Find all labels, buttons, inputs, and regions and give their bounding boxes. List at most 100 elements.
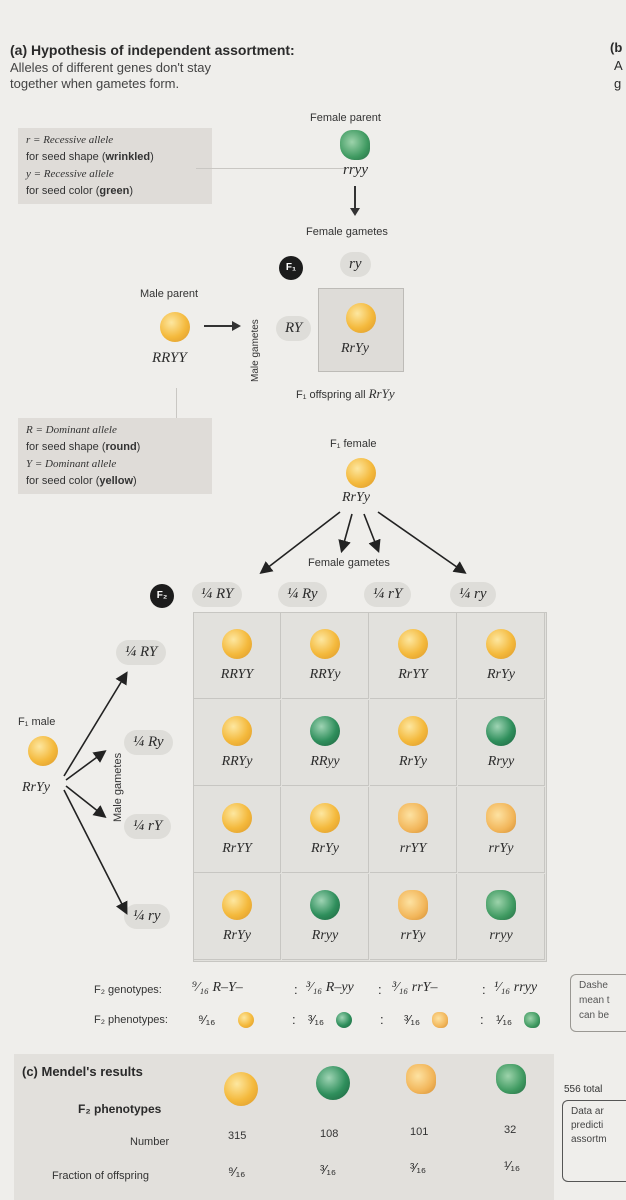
ratio-sep: : (292, 1012, 296, 1027)
f1-female-gametes-label: Female gametes (308, 557, 390, 569)
results-title: (c) Mendel's results (22, 1064, 143, 1079)
f1-female-label: F₁ female (330, 438, 377, 450)
green-round-seed-icon (486, 716, 516, 746)
yellow-round-seed-icon (238, 1012, 254, 1028)
punnett-cell-genotype: Rryy (311, 928, 339, 943)
key-y-line: y = Recessive allele (26, 168, 114, 180)
row-header-2: ¼ Ry (124, 730, 173, 755)
results-fraction-1: ⁹⁄₁₆ (228, 1164, 246, 1179)
results-number-3: 101 (410, 1126, 429, 1138)
arrow-down-icon (350, 208, 360, 216)
male-gametes-vertical-label: Male gametes (250, 319, 261, 382)
yellow-round-seed-icon (222, 803, 252, 833)
f1-badge: F₁ (279, 256, 303, 280)
f1-female-genotype: RrYy (342, 490, 370, 505)
punnett-cell: RRYy (194, 700, 281, 786)
results-fraction-3: ³⁄₁₆ (410, 1160, 427, 1175)
green-wrinkled-seed-icon (486, 890, 516, 920)
punnett-cell-genotype: RRYY (220, 667, 254, 682)
punnett-cell: rrYY (370, 787, 457, 873)
arrow-down-line (354, 186, 356, 210)
f2-genotype-3: ³⁄₁₆ rrY– (392, 980, 438, 995)
side-note-line-2: mean t (579, 995, 610, 1006)
female-parent-genotype: rryy (343, 162, 368, 178)
ratio-sep: : (378, 982, 382, 997)
green-wrinkled-seed-icon (524, 1012, 540, 1028)
section-subtitle-line-2: together when gametes form. (10, 76, 180, 91)
key-Y-desc: for seed color (yellow) (26, 475, 137, 487)
punnett-cell-genotype: RRyy (310, 754, 340, 769)
punnett-cell-genotype: rrYY (399, 841, 427, 856)
side-note-line-1: Dashe (579, 980, 608, 991)
results-side-note-line-3: assortm (571, 1134, 607, 1145)
f2-phenotype-fraction-2: ³⁄₁₆ (308, 1012, 325, 1027)
key-r-desc: for seed shape (wrinkled) (26, 151, 154, 163)
key-r-line: r = Recessive allele (26, 134, 114, 146)
yellow-round-seed-icon (224, 1072, 258, 1106)
green-wrinkled-seed-icon (496, 1064, 526, 1094)
punnett-cell-genotype: rrYy (488, 841, 514, 856)
punnett-cell: RrYy (458, 613, 545, 699)
f2-badge: F₂ (150, 584, 174, 608)
dominant-key-box: R = Dominant allele for seed shape (roun… (18, 418, 212, 494)
green-round-seed-icon (316, 1066, 350, 1100)
key-connector-line (196, 168, 346, 169)
section-subtitle-line-1: Alleles of different genes don't stay (10, 60, 211, 75)
yellow-round-seed-icon (222, 716, 252, 746)
ratio-sep: : (380, 1012, 384, 1027)
punnett-cell-genotype: RRYy (309, 667, 341, 682)
side-note-line-3: can be (579, 1010, 610, 1021)
col-header-3: ¼ rY (364, 582, 412, 607)
edge-text-a: A (614, 58, 623, 73)
male-parent-label: Male parent (140, 288, 199, 300)
ratio-sep: : (480, 1012, 484, 1027)
yellow-wrinkled-seed-icon (486, 803, 516, 833)
punnett-cell: RrYy (194, 874, 281, 960)
female-gametes-label: Female gametes (306, 226, 388, 238)
punnett-cell-genotype: Rryy (487, 754, 515, 769)
yellow-round-seed-icon (222, 890, 252, 920)
results-number-4: 32 (504, 1124, 517, 1136)
punnett-cell: rrYy (370, 874, 457, 960)
recessive-key-box: r = Recessive allele for seed shape (wri… (18, 128, 212, 204)
punnett-cell-genotype: rrYy (400, 928, 426, 943)
yellow-round-seed-icon (346, 458, 376, 488)
yellow-wrinkled-seed-icon (398, 803, 428, 833)
key-R-desc: for seed shape (round) (26, 441, 141, 453)
f2-phenotype-fraction-4: ¹⁄₁₆ (496, 1012, 513, 1027)
results-fraction-2: ³⁄₁₆ (320, 1162, 337, 1177)
punnett-cell-genotype: RrYy (223, 928, 251, 943)
punnett-cell: RrYy (282, 787, 369, 873)
punnett-cell-genotype: RrYY (222, 841, 252, 856)
results-panel (14, 1054, 554, 1200)
f2-genotype-1: ⁹⁄₁₆ R–Y– (192, 980, 243, 995)
punnett-cell: RrYY (370, 613, 457, 699)
results-number-1: 315 (228, 1130, 247, 1142)
green-wrinkled-seed-icon (340, 130, 370, 160)
male-gamete-arrows (63, 671, 128, 915)
yellow-wrinkled-seed-icon (406, 1064, 436, 1094)
yellow-round-seed-icon (486, 629, 516, 659)
punnett-cell-genotype: RRYy (221, 754, 253, 769)
punnett-cell: RRyy (282, 700, 369, 786)
f2-genotypes-label: F₂ genotypes: (94, 984, 162, 996)
punnett-cell: rryy (458, 874, 545, 960)
f2-genotype-2: ³⁄₁₆ R–yy (306, 980, 354, 995)
results-side-note-box: Data ar predicti assortm (562, 1100, 626, 1182)
yellow-round-seed-icon (398, 716, 428, 746)
f2-genotype-4: ¹⁄₁₆ rryy (494, 980, 538, 995)
edge-text-b: (b (610, 40, 623, 55)
female-gamete-arrows (259, 511, 467, 574)
row-header-3: ¼ rY (124, 814, 172, 839)
male-gamete-pill: RY (276, 316, 312, 341)
f2-phenotype-fraction-1: ⁹⁄₁₆ (198, 1012, 216, 1027)
key-connector-line-2 (176, 388, 177, 418)
punnett-cell: RrYy (370, 700, 457, 786)
f1-offspring-box: RrYy (318, 288, 404, 372)
punnett-cell-genotype: RrYY (398, 667, 428, 682)
yellow-round-seed-icon (310, 629, 340, 659)
green-round-seed-icon (310, 890, 340, 920)
green-round-seed-icon (310, 716, 340, 746)
yellow-wrinkled-seed-icon (432, 1012, 448, 1028)
